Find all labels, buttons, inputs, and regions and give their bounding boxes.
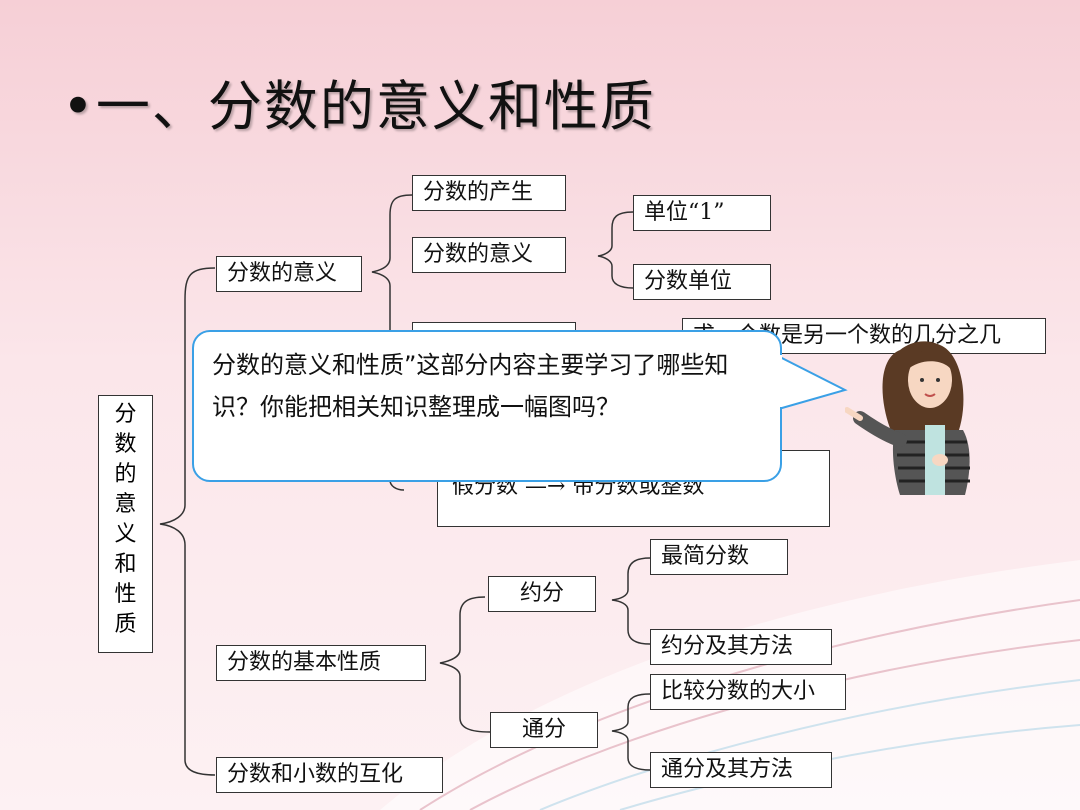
teacher-pointing-icon bbox=[845, 341, 970, 495]
node-unit-one: 单位“1” bbox=[633, 195, 771, 231]
root-char: 分 bbox=[114, 402, 137, 427]
node-compare-size: 比较分数的大小 bbox=[650, 674, 846, 710]
node-reduce: 约分 bbox=[488, 576, 596, 612]
node-common-denominator: 通分 bbox=[490, 712, 598, 748]
root-char: 性 bbox=[114, 582, 137, 607]
root-char: 和 bbox=[114, 552, 137, 577]
node-common-method: 通分及其方法 bbox=[650, 752, 832, 788]
slide-title: •一、分数的意义和性质 bbox=[62, 75, 656, 138]
node-fraction-origin: 分数的产生 bbox=[412, 175, 566, 211]
root-char: 的 bbox=[114, 462, 137, 487]
node-fraction-unit: 分数单位 bbox=[633, 264, 771, 300]
root-node: 分 数 的 意 义 和 性 质 bbox=[98, 395, 153, 653]
node-fraction-decimal-conversion: 分数和小数的互化 bbox=[216, 757, 443, 793]
root-char: 意 bbox=[114, 492, 137, 517]
node-meaning-of-fraction: 分数的意义 bbox=[412, 237, 566, 273]
root-char: 义 bbox=[114, 522, 137, 547]
root-char: 数 bbox=[114, 432, 137, 457]
speech-bubble: 分数的意义和性质”这部分内容主要学习了哪些知识？你能把相关知识整理成一幅图吗？ bbox=[192, 330, 782, 482]
node-reduce-method: 约分及其方法 bbox=[650, 629, 832, 665]
node-simplest-fraction: 最简分数 bbox=[650, 539, 788, 575]
node-fraction-meaning: 分数的意义 bbox=[216, 256, 362, 292]
root-char: 质 bbox=[114, 612, 137, 637]
node-basic-property: 分数的基本性质 bbox=[216, 645, 426, 681]
